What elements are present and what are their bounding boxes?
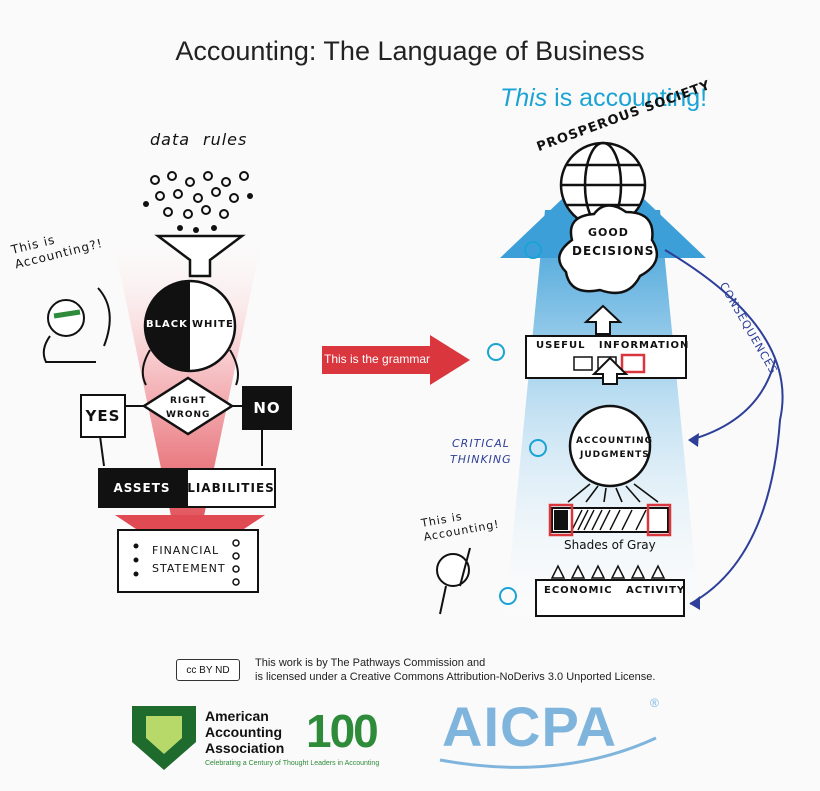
judgments-up-arrow	[591, 356, 629, 385]
economic-up-arrows	[550, 564, 666, 579]
info-up-arrow	[583, 304, 623, 335]
subtitle: This is accounting!	[500, 84, 707, 113]
aaa-line-1: American	[205, 708, 269, 724]
aaa-100-text: 100	[306, 705, 379, 757]
data-dots-filled	[143, 193, 253, 233]
good-decisions-cloud	[558, 204, 659, 295]
aicpa-logo: AICPA	[442, 695, 618, 758]
black-half	[145, 281, 190, 371]
black-label: BLACK	[146, 319, 188, 330]
shade-box-right	[646, 503, 672, 537]
subtitle-rest: is accounting!	[547, 84, 708, 112]
grammar-label: This is the grammar	[324, 352, 431, 366]
right-label: RIGHT	[170, 396, 207, 406]
judgments-circle	[568, 404, 652, 488]
yes-label: YES	[85, 407, 121, 425]
thinking-label: THINKING	[450, 453, 512, 466]
useful-information-label: USEFUL INFORMATION	[536, 340, 690, 351]
no-box: NO	[242, 386, 292, 430]
statement-bullets	[232, 539, 240, 586]
assets-label: ASSETS	[113, 481, 171, 495]
accounting-judgments-label-1: ACCOUNTING	[576, 436, 654, 446]
info-chart-icon-1	[573, 356, 593, 371]
consequences-branch	[689, 359, 776, 441]
funnel-icon	[154, 234, 246, 278]
yes-box: YES	[80, 394, 126, 438]
assets-box: ASSETS	[98, 468, 186, 508]
page-title: Accounting: The Language of Business	[175, 36, 645, 66]
subtitle-emphasis: This	[500, 84, 548, 112]
white-label: WHITE	[192, 319, 234, 330]
aicpa-registered-mark: ®	[650, 696, 659, 710]
info-grid-icon	[620, 353, 646, 374]
consequences-arrowhead	[690, 596, 700, 610]
shades-bar	[551, 507, 669, 533]
shade-box-left	[548, 503, 574, 537]
economic-activity-box	[535, 579, 685, 617]
liabilities-label: LIABILITIES	[187, 481, 275, 495]
shade-black	[554, 510, 568, 530]
license-text: This work is by The Pathways Commission …	[255, 656, 655, 684]
consequences-curve	[664, 249, 784, 605]
data-label: data	[150, 130, 191, 149]
person-right-figure	[436, 547, 471, 615]
consequences-arrowhead-2	[688, 433, 699, 447]
rules-label: rules	[203, 130, 248, 149]
accounting-judgments-label-2: JUDGMENTS	[580, 450, 650, 460]
shade-hatch	[571, 509, 647, 531]
aaa-100-logo: 100	[306, 704, 379, 758]
left-connectors	[99, 349, 263, 467]
shades-of-gray-label: Shades of Gray	[564, 538, 656, 552]
no-label: NO	[253, 399, 281, 417]
license-line-2: is licensed under a Creative Commons Att…	[255, 671, 656, 683]
right-wrong-diamond	[141, 376, 235, 436]
statement-label: STATEMENT	[152, 562, 226, 575]
aaa-name: American Accounting Association	[205, 708, 284, 756]
economic-activity-label: ECONOMIC ACTIVITY	[544, 585, 686, 596]
license-line-1: This work is by The Pathways Commission …	[255, 657, 486, 669]
shade-arrows	[567, 483, 659, 503]
person-left-figure	[42, 287, 111, 363]
aaa-shield-logo	[132, 706, 196, 770]
financial-statement-sheet	[117, 529, 259, 593]
financial-label: FINANCIAL	[152, 544, 220, 557]
wrong-label: WRONG	[166, 410, 211, 420]
data-dots	[150, 171, 249, 219]
critical-label: CRITICAL	[452, 437, 510, 450]
aaa-line-3: Association	[205, 740, 285, 756]
good-label: GOOD	[588, 226, 629, 239]
decisions-label: DECISIONS	[572, 244, 655, 258]
grammar-arrow-shape	[322, 335, 470, 385]
statement-dots	[133, 543, 139, 577]
aaa-tagline: Celebrating a Century of Thought Leaders…	[205, 760, 380, 767]
creative-commons-badge: cc BY ND	[176, 659, 240, 681]
liabilities-box: LIABILITIES	[186, 468, 276, 508]
aaa-line-2: Accounting	[205, 724, 282, 740]
lightbulb-icons	[487, 241, 547, 605]
aicpa-swoosh	[439, 736, 657, 769]
